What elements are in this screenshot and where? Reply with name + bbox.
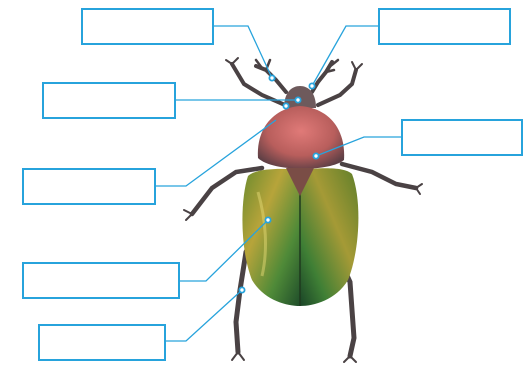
label-box-pronotum[interactable] <box>22 168 156 205</box>
label-box-head[interactable] <box>42 82 176 119</box>
label-box-antenna-left[interactable] <box>81 8 214 45</box>
label-box-leg[interactable] <box>38 324 166 361</box>
label-box-antenna-right[interactable] <box>378 8 511 45</box>
label-box-elytra[interactable] <box>22 262 180 299</box>
label-box-thorax[interactable] <box>401 119 523 156</box>
beetle-pronotum <box>258 106 344 169</box>
